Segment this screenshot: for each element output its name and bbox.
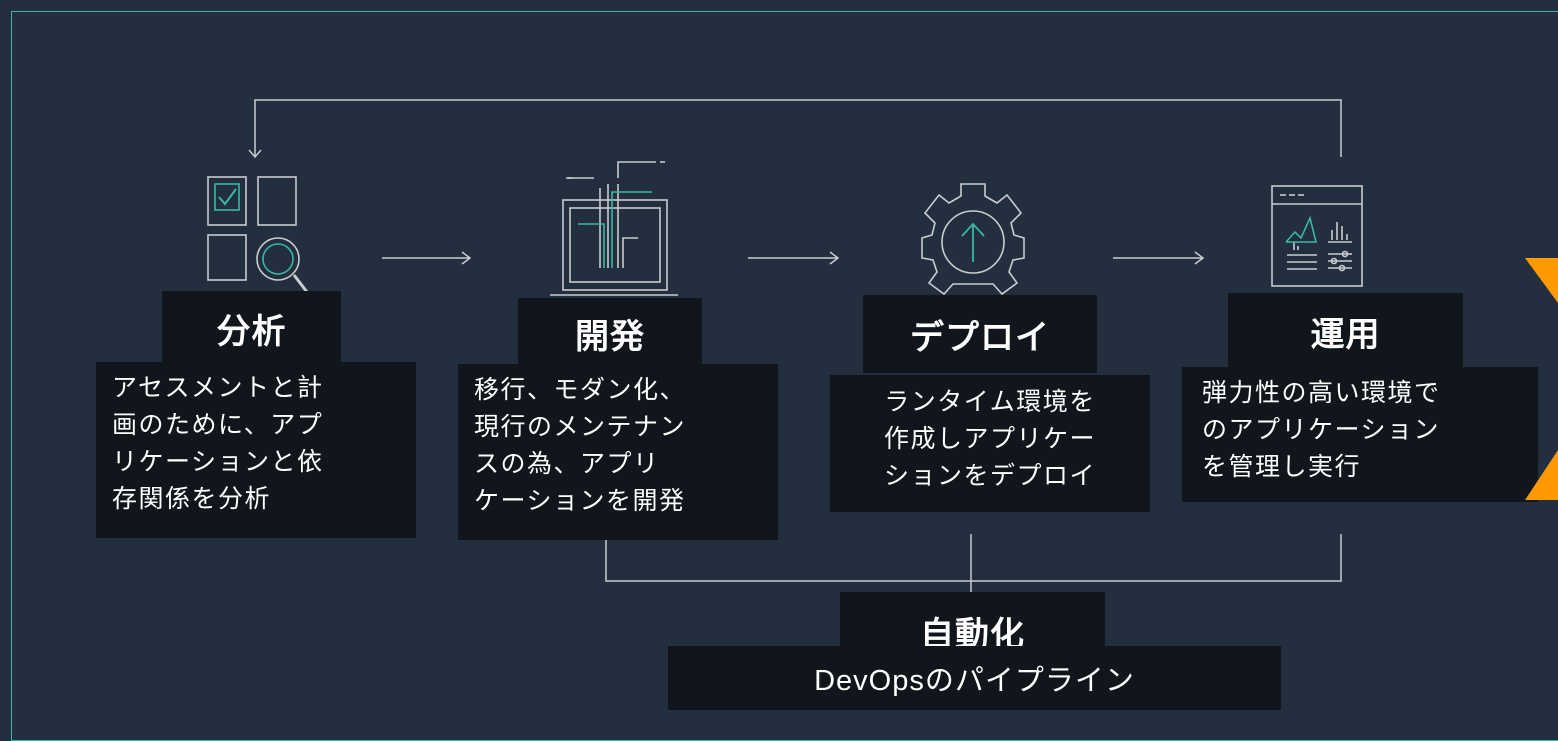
orange-accent-shape xyxy=(1525,258,1558,500)
step-title-operate: 運用 xyxy=(1228,293,1463,369)
automation-bracket xyxy=(605,534,1342,582)
step-description-analyze: アセスメントと計 画のために、アプ リケーションと依 存関係を分析 xyxy=(96,362,416,538)
step-description-develop: 移行、モダン化、 現行のメンテナン スの為、アプリ ケーションを開発 xyxy=(458,364,778,540)
assessment-checklist-magnifier-icon xyxy=(207,176,309,293)
automation-subtitle: DevOpsのパイプライン xyxy=(668,646,1281,710)
laptop-code-icon xyxy=(550,161,678,296)
step-title-develop: 開発 xyxy=(518,298,702,368)
feedback-loop-arrowhead xyxy=(248,149,262,159)
monitoring-dashboard-icon xyxy=(1271,185,1363,287)
step-description-deploy: ランタイム環境を 作成しアプリケー ションをデプロイ xyxy=(830,375,1150,512)
step-description-operate: 弾力性の高い環境で のアプリケーション を管理し実行 xyxy=(1182,367,1538,502)
gear-upload-icon xyxy=(921,183,1025,296)
feedback-loop-line xyxy=(254,99,1342,157)
step-title-deploy: デプロイ xyxy=(863,295,1097,373)
step-title-analyze: 分析 xyxy=(162,291,341,365)
